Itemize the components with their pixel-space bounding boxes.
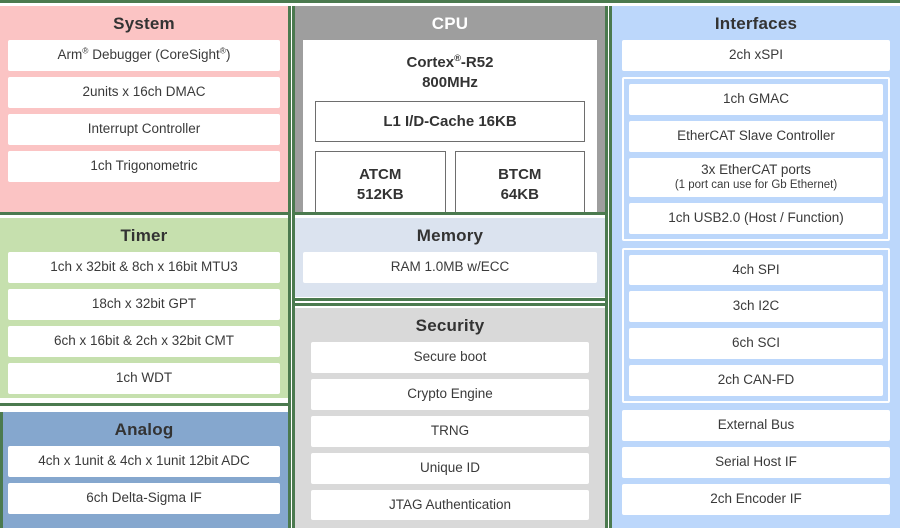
analog-item-adc[interactable]: 4ch x 1unit & 4ch x 1unit 12bit ADC bbox=[8, 446, 280, 477]
cpu-atcm-size: 512KB bbox=[356, 186, 404, 204]
security-item-jtag-auth[interactable]: JTAG Authentication bbox=[311, 489, 589, 521]
interfaces-group-serial: 4ch SPI 3ch I2C 6ch SCI 2ch CAN-FD bbox=[622, 247, 890, 404]
timer-item-gpt[interactable]: 18ch x 32bit GPT bbox=[8, 288, 280, 320]
interfaces-item-ethercat-ports-note: (1 port can use for Gb Ethernet) bbox=[674, 178, 838, 191]
separator-memory-security-a bbox=[292, 298, 608, 301]
security-item-unique-id[interactable]: Unique ID bbox=[311, 452, 589, 484]
timer-item-mtu3[interactable]: 1ch x 32bit & 8ch x 16bit MTU3 bbox=[8, 252, 280, 283]
separator-system-timer bbox=[0, 212, 288, 215]
interfaces-group-network: 1ch GMAC EtherCAT Slave Controller 3x Et… bbox=[622, 76, 890, 241]
panel-security: Security Secure boot Crypto Engine TRNG … bbox=[295, 308, 605, 528]
panel-title-cpu: CPU bbox=[431, 14, 469, 33]
interfaces-item-xspi[interactable]: 2ch xSPI bbox=[622, 40, 890, 71]
panel-cpu: CPU Cortex®-R52 800MHz L1 I/D-Cache 16KB… bbox=[295, 6, 605, 212]
separator-left-middle-a bbox=[288, 6, 291, 528]
system-item-trigonometric[interactable]: 1ch Trigonometric bbox=[8, 150, 280, 182]
memory-item-ram[interactable]: RAM 1.0MB w/ECC bbox=[303, 252, 597, 283]
separator-cpu-memory bbox=[292, 212, 608, 215]
system-item-interrupt-controller[interactable]: Interrupt Controller bbox=[8, 113, 280, 145]
analog-item-delta-sigma[interactable]: 6ch Delta-Sigma IF bbox=[8, 482, 280, 514]
separator-left-middle-b bbox=[292, 6, 295, 528]
interfaces-item-gmac[interactable]: 1ch GMAC bbox=[629, 83, 883, 115]
interfaces-item-i2c[interactable]: 3ch I2C bbox=[629, 291, 883, 323]
cpu-tcm-row: ATCM 512KB BTCM 64KB bbox=[315, 151, 585, 212]
panel-memory: Memory RAM 1.0MB w/ECC bbox=[295, 218, 605, 297]
cpu-btcm[interactable]: BTCM 64KB bbox=[454, 151, 585, 212]
registered-mark-icon: ® bbox=[219, 45, 226, 56]
system-item-arm-debugger[interactable]: Arm® Debugger (CoreSight®) bbox=[8, 40, 280, 71]
registered-mark-icon: ® bbox=[82, 45, 89, 56]
panel-title-analog: Analog bbox=[114, 420, 174, 439]
separator-memory-security-b bbox=[292, 303, 608, 306]
panel-title-memory: Memory bbox=[416, 226, 484, 245]
panel-title-system: System bbox=[113, 14, 175, 33]
panel-timer: Timer 1ch x 32bit & 8ch x 16bit MTU3 18c… bbox=[0, 218, 288, 398]
interfaces-item-ethercat-ports[interactable]: 3x EtherCAT ports (1 port can use for Gb… bbox=[629, 157, 883, 197]
system-item-dmac[interactable]: 2units x 16ch DMAC bbox=[8, 76, 280, 108]
panel-system: System Arm® Debugger (CoreSight®) 2units… bbox=[0, 6, 288, 212]
cpu-core-clock: 800MHz bbox=[422, 73, 478, 91]
panel-title-timer: Timer bbox=[120, 226, 168, 245]
interfaces-item-external-bus[interactable]: External Bus bbox=[622, 410, 890, 441]
interfaces-item-encoder-if[interactable]: 2ch Encoder IF bbox=[622, 483, 890, 515]
separator-middle-right-a bbox=[605, 6, 608, 528]
panel-interfaces: Interfaces 2ch xSPI 1ch GMAC EtherCAT Sl… bbox=[612, 6, 900, 528]
security-item-trng[interactable]: TRNG bbox=[311, 415, 589, 447]
security-item-crypto-engine[interactable]: Crypto Engine bbox=[311, 378, 589, 410]
cpu-atcm-name: ATCM bbox=[359, 166, 402, 183]
cpu-l1-cache[interactable]: L1 I/D-Cache 16KB bbox=[315, 101, 585, 142]
interfaces-item-ethercat-ports-main: 3x EtherCAT ports bbox=[701, 161, 811, 177]
panel-title-security: Security bbox=[415, 316, 485, 335]
interfaces-item-spi[interactable]: 4ch SPI bbox=[629, 254, 883, 286]
cpu-atcm[interactable]: ATCM 512KB bbox=[315, 151, 446, 212]
interfaces-item-sci[interactable]: 6ch SCI bbox=[629, 328, 883, 360]
separator-middle-right-b bbox=[609, 6, 612, 528]
panel-title-interfaces: Interfaces bbox=[714, 14, 798, 33]
interfaces-item-usb2[interactable]: 1ch USB2.0 (Host / Function) bbox=[629, 202, 883, 234]
panel-analog: Analog 4ch x 1unit & 4ch x 1unit 12bit A… bbox=[0, 412, 288, 528]
timer-item-cmt[interactable]: 6ch x 16bit & 2ch x 32bit CMT bbox=[8, 325, 280, 357]
cpu-btcm-size: 64KB bbox=[500, 186, 539, 204]
timer-item-wdt[interactable]: 1ch WDT bbox=[8, 362, 280, 394]
cpu-core-name: Cortex®-R52 bbox=[406, 53, 494, 71]
separator-timer-analog bbox=[0, 403, 288, 406]
cpu-btcm-name: BTCM bbox=[498, 166, 542, 183]
interfaces-item-ethercat-slave[interactable]: EtherCAT Slave Controller bbox=[629, 120, 883, 152]
cpu-core-label: Cortex®-R52 800MHz bbox=[315, 50, 585, 101]
registered-mark-icon: ® bbox=[454, 53, 461, 63]
interfaces-item-serial-host-if[interactable]: Serial Host IF bbox=[622, 446, 890, 478]
separator-left-edge-analog bbox=[0, 412, 3, 528]
interfaces-item-can-fd[interactable]: 2ch CAN-FD bbox=[629, 365, 883, 397]
cpu-core-card: Cortex®-R52 800MHz L1 I/D-Cache 16KB ATC… bbox=[303, 40, 597, 212]
security-item-secure-boot[interactable]: Secure boot bbox=[311, 342, 589, 373]
